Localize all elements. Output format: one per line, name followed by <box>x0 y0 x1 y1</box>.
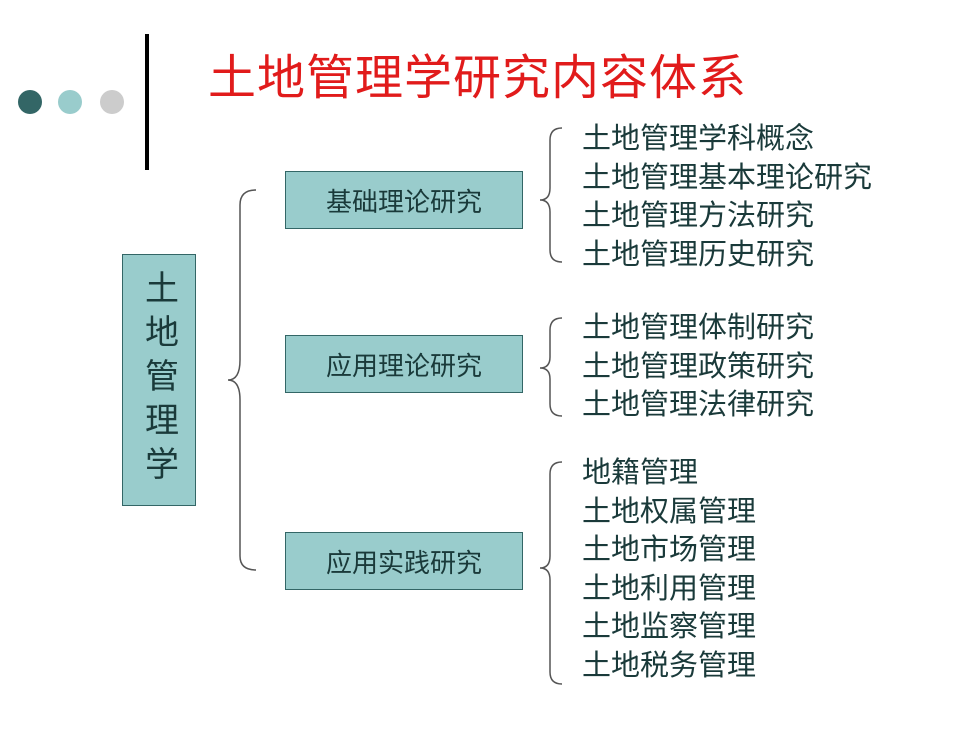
list-item: 土地市场管理 <box>582 532 757 566</box>
root-node-label: 土地管理学 <box>138 270 179 490</box>
list-item: 土地权属管理 <box>582 493 757 528</box>
gray-dot-icon <box>100 90 124 114</box>
list-item: 土地管理历史研究 <box>582 236 815 271</box>
teal-dot-icon <box>58 90 82 114</box>
category-applied-practice: 应用实践研究 <box>285 532 523 590</box>
dark-dot-icon <box>18 90 42 114</box>
list-item: 土地税务管理 <box>582 647 757 682</box>
slide-title: 土地管理学研究内容体系 <box>208 50 748 106</box>
category-applied-theory: 应用理论研究 <box>285 335 523 393</box>
category-basic-theory: 基础理论研究 <box>285 171 523 229</box>
list-item: 地籍管理 <box>582 455 699 489</box>
list-item: 土地管理法律研究 <box>582 387 815 421</box>
list-item: 土地利用管理 <box>582 570 757 605</box>
list-item: 土地管理方法研究 <box>582 198 815 232</box>
applied-practice-items: 地籍管理 土地权属管理 土地市场管理 土地利用管理 土地监察管理 土地税务管理 <box>582 453 756 684</box>
applied-theory-brace <box>539 317 563 417</box>
list-item: 土地管理学科概念 <box>582 121 815 155</box>
basic-theory-items: 土地管理学科概念 土地管理基本理论研究 土地管理方法研究 土地管理历史研究 <box>582 119 872 273</box>
basic-theory-brace <box>539 127 563 263</box>
list-item: 土地管理体制研究 <box>582 310 815 344</box>
list-item: 土地管理政策研究 <box>582 348 815 383</box>
list-item: 土地管理基本理论研究 <box>582 159 873 194</box>
title-divider <box>145 34 149 170</box>
list-item: 土地监察管理 <box>582 609 757 643</box>
root-brace <box>227 189 257 571</box>
applied-practice-brace <box>539 461 563 685</box>
root-node: 土地管理学 <box>122 254 196 506</box>
applied-theory-items: 土地管理体制研究 土地管理政策研究 土地管理法律研究 <box>582 308 814 424</box>
